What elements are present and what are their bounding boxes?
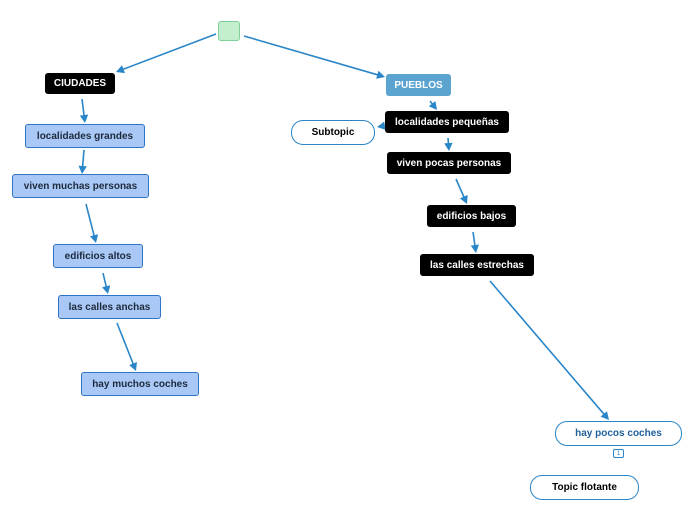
arrowhead-viven-to-edificios-bajos [459,194,468,204]
edificios-altos-label: edificios altos [64,250,132,262]
viven-muchas-personas-node[interactable]: viven muchas personas [12,174,149,198]
arrowhead-ciudades-to-localidades [79,114,89,123]
connector-ciudades-to-localidades [81,98,86,118]
arrowhead-edificios-to-calles [102,285,111,294]
pocos-coches-label: hay pocos coches [575,428,662,439]
calles-estrechas-label: las calles estrechas [430,259,524,271]
viven-muchas-personas-label: viven muchas personas [23,180,138,192]
localidades-grandes-node[interactable]: localidades grandes [25,124,145,148]
localidades-pequenas-label: localidades pequeñas [395,116,499,128]
muchos-coches-label: hay muchos coches [92,378,188,390]
connector-edificios-to-calles-estrechas [472,231,476,248]
arrowhead-edificios-to-calles-estrechas [470,244,480,253]
connector-calles-to-coches [116,322,135,366]
arrowhead-calles-to-coches [129,362,137,371]
arrowhead-viven-to-edificios [89,234,99,243]
ciudades-node[interactable]: CIUDADES [45,73,115,94]
connector-calles-to-pocos-coches [489,280,606,416]
arrowhead-pueblos-to-localidades [428,101,437,110]
arrowhead-root-to-ciudades [116,65,125,74]
connector-viven-to-edificios-bajos [455,178,466,199]
calles-estrechas-node[interactable]: las calles estrechas [420,254,534,276]
arrowhead-calles-to-pocos-coches [600,411,609,420]
connector-root-to-pueblos [243,35,380,77]
arrowhead-localidades-to-viven [78,165,87,174]
arrowhead-localidades-to-viven-pocas [444,142,453,151]
ciudades-label: CIUDADES [53,78,107,89]
calles-anchas-node[interactable]: las calles anchas [58,295,161,319]
subtopic-label: Subtopic [311,127,355,138]
pocos-coches-node[interactable]: hay pocos coches [555,421,682,446]
calles-anchas-label: las calles anchas [68,301,151,313]
viven-pocas-personas-node[interactable]: viven pocas personas [387,152,511,174]
edificios-bajos-label: edificios bajos [436,210,507,222]
collapse-count-label: 1 [616,450,621,457]
connector-localidades-to-viven [81,149,85,169]
edificios-altos-node[interactable]: edificios altos [53,244,143,268]
connector-root-to-ciudades [121,33,217,71]
localidades-grandes-label: localidades grandes [36,130,134,142]
central-topic-node[interactable] [218,21,240,41]
topic-flotante-label: Topic flotante [552,482,617,493]
edificios-bajos-node[interactable]: edificios bajos [427,205,516,227]
collapse-count-badge[interactable]: 1 [613,449,624,458]
pueblos-label: PUEBLOS [394,79,443,91]
arrowhead-localidades-to-subtopic [377,121,386,130]
localidades-pequenas-node[interactable]: localidades pequeñas [385,111,509,133]
pueblos-node[interactable]: PUEBLOS [386,74,451,96]
viven-pocas-personas-label: viven pocas personas [396,157,502,169]
topic-flotante-node[interactable]: Topic flotante [530,475,639,500]
arrowhead-root-to-pueblos [376,70,385,79]
muchos-coches-node[interactable]: hay muchos coches [81,372,199,396]
connector-edificios-to-calles [102,272,108,289]
connector-viven-to-edificios [85,203,96,238]
subtopic-node[interactable]: Subtopic [291,120,375,145]
